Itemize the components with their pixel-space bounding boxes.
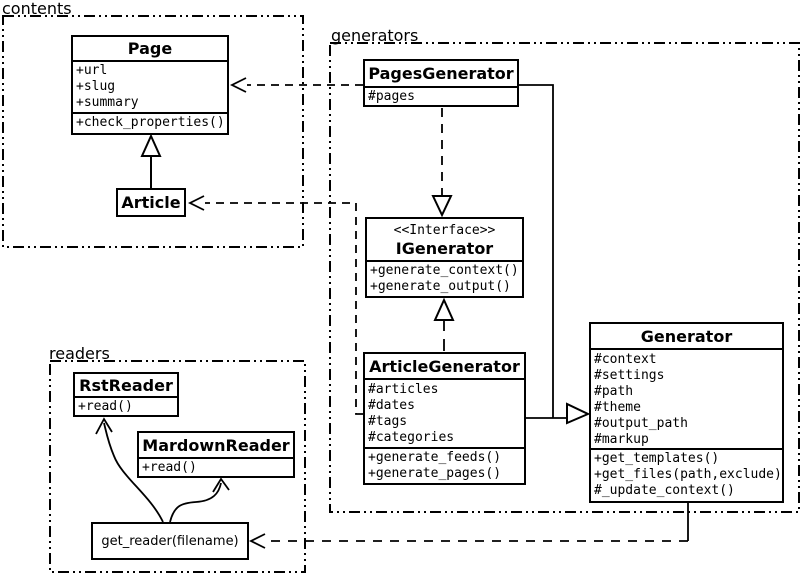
class-generator-methods: +get_templates() +get_files(path,exclude… <box>591 448 782 501</box>
class-pages-generator-title: PagesGenerator <box>368 64 514 83</box>
class-attribute: #settings <box>594 368 665 383</box>
class-method: #_update_context() <box>594 483 735 498</box>
interface-stereotype: <<Interface>> <box>393 223 496 238</box>
pagesgenerator-to-page-dependency <box>229 77 363 93</box>
class-method: +get_files(path,exclude) <box>594 467 782 482</box>
class-igenerator-methods: +generate_context() +generate_output() <box>367 260 522 296</box>
class-attribute: #path <box>594 384 634 399</box>
generator-to-getreader-dependency <box>248 503 689 549</box>
class-attribute: +slug <box>76 79 116 94</box>
package-generators-label: generators <box>331 26 419 45</box>
class-article-generator-attributes: #articles #dates #tags #categories <box>365 378 524 447</box>
class-pages-generator: PagesGenerator #pages <box>363 59 519 107</box>
class-mardown-reader-title: MardownReader <box>142 435 290 455</box>
class-rst-reader: RstReader +read() <box>73 372 179 417</box>
class-method: +generate_pages() <box>368 466 502 481</box>
generalization-arrowhead-icon <box>566 402 591 425</box>
class-article-generator-title: ArticleGenerator <box>369 356 520 376</box>
class-mardown-reader: MardownReader +read() <box>137 431 295 478</box>
articlegenerator-to-igenerator-realization <box>433 297 455 351</box>
class-rst-reader-methods: +read() <box>75 396 177 415</box>
class-page: Page +url +slug +summary +check_properti… <box>71 35 229 135</box>
class-pages-generator-attributes: #pages <box>365 86 517 105</box>
open-arrowhead-icon <box>212 477 230 493</box>
class-rst-reader-title: RstReader <box>79 375 173 395</box>
package-contents-label: contents <box>2 0 72 18</box>
getreader-to-mardownreader-arrow <box>169 477 230 523</box>
curved-line <box>169 482 222 523</box>
open-arrowhead-icon <box>248 533 266 549</box>
pagesgenerator-to-igenerator-realization <box>431 108 453 218</box>
class-article: Article <box>116 188 186 217</box>
open-arrowhead-icon <box>95 417 113 435</box>
class-igenerator-title: IGenerator <box>395 239 494 258</box>
class-attribute: #articles <box>368 382 439 397</box>
class-attribute: #markup <box>594 432 649 447</box>
class-attribute: #tags <box>368 414 408 429</box>
class-igenerator-header: <<Interface>> IGenerator <box>367 219 522 260</box>
class-method: +get_templates() <box>594 451 720 466</box>
class-igenerator: <<Interface>> IGenerator +generate_conte… <box>365 217 524 298</box>
class-method: +read() <box>78 399 133 414</box>
generalization-arrowhead-icon <box>140 133 162 157</box>
class-article-generator: ArticleGenerator #articles #dates #tags … <box>363 352 526 485</box>
class-attribute: #output_path <box>594 416 688 431</box>
articlegenerator-to-article-dependency <box>187 195 363 415</box>
class-method: +read() <box>142 460 197 475</box>
class-page-methods: +check_properties() <box>73 112 227 133</box>
class-page-title: Page <box>127 39 173 58</box>
get-reader-box: get_reader(filename) <box>91 522 249 560</box>
article-to-page-generalization <box>140 133 162 188</box>
class-generator-title: Generator <box>640 326 733 346</box>
class-generator: Generator #context #settings #path #them… <box>589 322 784 503</box>
class-attribute: #categories <box>368 430 455 445</box>
dependency-line <box>205 202 363 415</box>
realization-arrowhead-icon <box>433 297 455 321</box>
open-arrowhead-icon <box>187 195 205 211</box>
class-attribute: #theme <box>594 400 641 415</box>
class-page-attributes: +url +slug +summary <box>73 60 227 112</box>
class-method: +generate_output() <box>370 279 511 294</box>
realization-arrowhead-icon <box>431 195 453 218</box>
class-method: +generate_feeds() <box>368 450 502 465</box>
class-method: +generate_context() <box>370 263 519 278</box>
get-reader-label: get_reader(filename) <box>101 533 239 549</box>
class-attribute: #pages <box>368 89 415 104</box>
class-mardown-reader-methods: +read() <box>139 457 293 476</box>
class-attribute: +url <box>76 63 108 78</box>
class-attribute: #context <box>594 352 657 367</box>
class-attribute: +summary <box>76 95 139 110</box>
class-article-generator-methods: +generate_feeds() +generate_pages() <box>365 447 524 483</box>
package-readers-label: readers <box>49 344 110 363</box>
generators-to-generator-generalization <box>519 84 591 425</box>
class-method: +check_properties() <box>76 115 225 130</box>
class-generator-attributes: #context #settings #path #theme #output_… <box>591 348 782 448</box>
class-article-title: Article <box>121 193 181 212</box>
open-arrowhead-icon <box>229 77 247 93</box>
class-attribute: #dates <box>368 398 415 413</box>
